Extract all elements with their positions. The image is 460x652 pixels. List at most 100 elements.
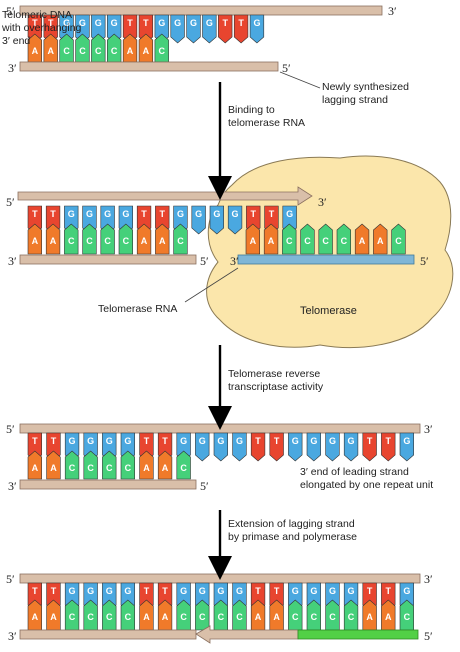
base-letter: T <box>144 586 150 596</box>
nucleotide-G <box>227 205 243 235</box>
nucleotide-C <box>176 599 191 631</box>
nucleotide-C <box>118 223 133 255</box>
nucleotide-G <box>232 432 247 462</box>
base-letter: G <box>158 18 165 28</box>
nucleotide-A <box>245 223 260 255</box>
base-letter: G <box>124 436 131 446</box>
base-letter: A <box>385 612 392 622</box>
base-letter: T <box>51 436 57 446</box>
base-letter: A <box>50 463 57 473</box>
nucleotide-A <box>136 223 152 255</box>
bottom-backbone <box>19 479 197 490</box>
base-letter: G <box>106 436 113 446</box>
nucleotide-G <box>213 432 228 462</box>
bottom-backbone <box>19 61 279 72</box>
nucleotide-G <box>306 432 321 462</box>
top-backbone <box>19 573 421 584</box>
base-letter: A <box>268 236 275 246</box>
base-letter: T <box>386 436 392 446</box>
base-letter: A <box>255 612 262 622</box>
nucleotide-G <box>191 205 206 235</box>
base-letter: G <box>95 18 102 28</box>
nucleotide-A <box>263 223 279 255</box>
base-letter: C <box>87 612 94 622</box>
base-letter: G <box>217 436 224 446</box>
base-letter: T <box>141 209 147 219</box>
end-label-3prime: 3′ <box>388 4 397 18</box>
base-letter: T <box>162 586 168 596</box>
base-letter: C <box>159 46 166 56</box>
base-letter: C <box>63 46 70 56</box>
label-lagging-strand: Newly synthesized lagging strand <box>322 81 412 106</box>
base-letter: G <box>86 209 93 219</box>
base-letter: A <box>159 236 166 246</box>
base-letter: T <box>255 586 261 596</box>
nucleotide-A <box>46 450 61 480</box>
nucleotide-A <box>381 599 396 631</box>
label-step2: Telomerase reverse transcriptase activit… <box>228 368 324 393</box>
base-letter: C <box>341 236 348 246</box>
base-letter: C <box>348 612 355 622</box>
base-letter: T <box>367 436 373 446</box>
nucleotide-C <box>288 599 303 631</box>
nucleotide-C <box>318 223 333 255</box>
end-label-5prime: 5′ <box>200 254 209 268</box>
base-letter: G <box>217 586 224 596</box>
base-letter: C <box>79 46 86 56</box>
base-letter: G <box>348 436 355 446</box>
nucleotide-A <box>362 599 377 631</box>
base-letter: G <box>87 586 94 596</box>
base-letter: C <box>292 612 299 622</box>
base-letter: T <box>48 18 54 28</box>
nucleotide-C <box>120 599 135 631</box>
nucleotide-T <box>233 14 249 44</box>
nucleotide-C <box>282 223 297 255</box>
label-telomerase: Telomerase <box>300 305 357 317</box>
base-letter: A <box>141 236 148 246</box>
nucleotide-C <box>107 33 122 63</box>
nucleotide-A <box>139 599 154 631</box>
base-letter: C <box>69 463 76 473</box>
nucleotide-C <box>213 599 228 631</box>
base-letter: C <box>177 236 184 246</box>
base-letter: A <box>143 46 150 56</box>
nucleotide-C <box>336 223 351 255</box>
base-letter: T <box>269 209 275 219</box>
base-letter: C <box>311 612 318 622</box>
base-letter: C <box>180 612 187 622</box>
base-letter: G <box>348 586 355 596</box>
base-letter: C <box>199 612 206 622</box>
base-letter: G <box>180 586 187 596</box>
base-letter: C <box>69 612 76 622</box>
base-letter: C <box>304 236 311 246</box>
nucleotide-A <box>27 33 42 63</box>
base-letter: G <box>122 209 129 219</box>
nucleotide-C <box>391 223 406 255</box>
base-letter: A <box>162 612 169 622</box>
base-letter: G <box>236 586 243 596</box>
base-letter: C <box>286 236 293 246</box>
base-letter: G <box>310 436 317 446</box>
base-letter: G <box>63 18 70 28</box>
end-label-3prime: 3′ <box>424 422 433 436</box>
base-letter: G <box>310 586 317 596</box>
end-label-5prime: 5′ <box>6 572 15 586</box>
base-letter: C <box>404 612 411 622</box>
nucleotide-C <box>343 599 359 631</box>
base-letter: G <box>403 436 410 446</box>
base-letter: T <box>255 436 261 446</box>
base-letter: T <box>251 209 257 219</box>
base-letter: A <box>143 463 150 473</box>
label-telomeric-dna: Telomeric DNA with overhanging 3′ end <box>1 9 84 47</box>
end-label-5prime: 5′ <box>6 422 15 436</box>
nucleotide-C <box>83 450 98 480</box>
base-letter: G <box>195 209 202 219</box>
base-letter: G <box>174 18 181 28</box>
rna-leader-line <box>184 267 239 303</box>
base-letter: G <box>69 436 76 446</box>
nucleotide-C <box>154 33 169 63</box>
base-letter: G <box>213 209 220 219</box>
end-label-3prime: 3′ <box>318 195 327 209</box>
